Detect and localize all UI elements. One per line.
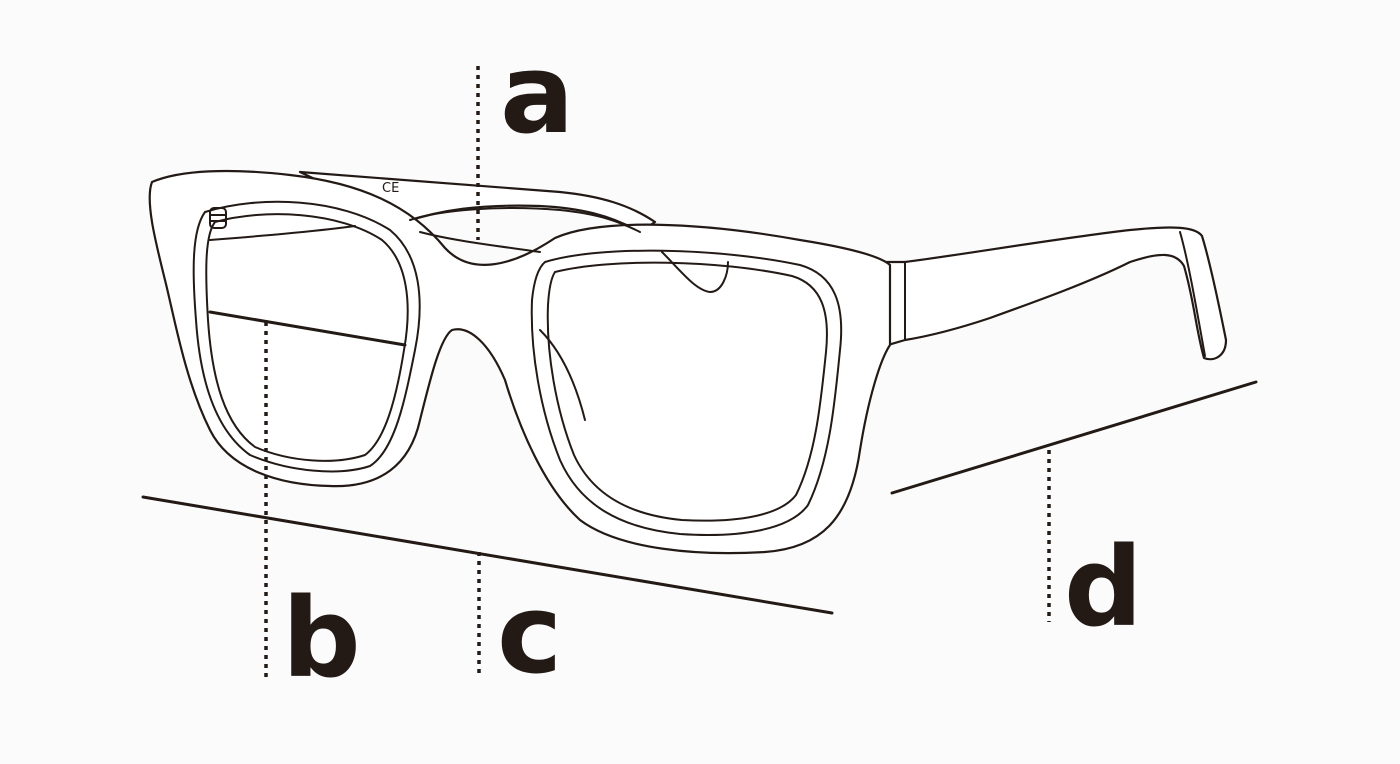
label-c: c xyxy=(497,570,562,698)
hinge-detail xyxy=(209,207,227,229)
left-lens-rim xyxy=(192,200,421,473)
lens-width-line xyxy=(208,310,407,347)
right-lens-rim xyxy=(530,249,843,536)
frame-baseline xyxy=(141,495,834,615)
eyeglass-front-frame xyxy=(148,169,892,555)
near-temple-arm xyxy=(883,226,1228,361)
label-a: a xyxy=(500,30,574,158)
label-d: d xyxy=(1064,523,1143,651)
temple-ce-mark: CE xyxy=(382,181,399,196)
temple-baseline xyxy=(890,380,1258,495)
label-b: b xyxy=(282,574,361,702)
